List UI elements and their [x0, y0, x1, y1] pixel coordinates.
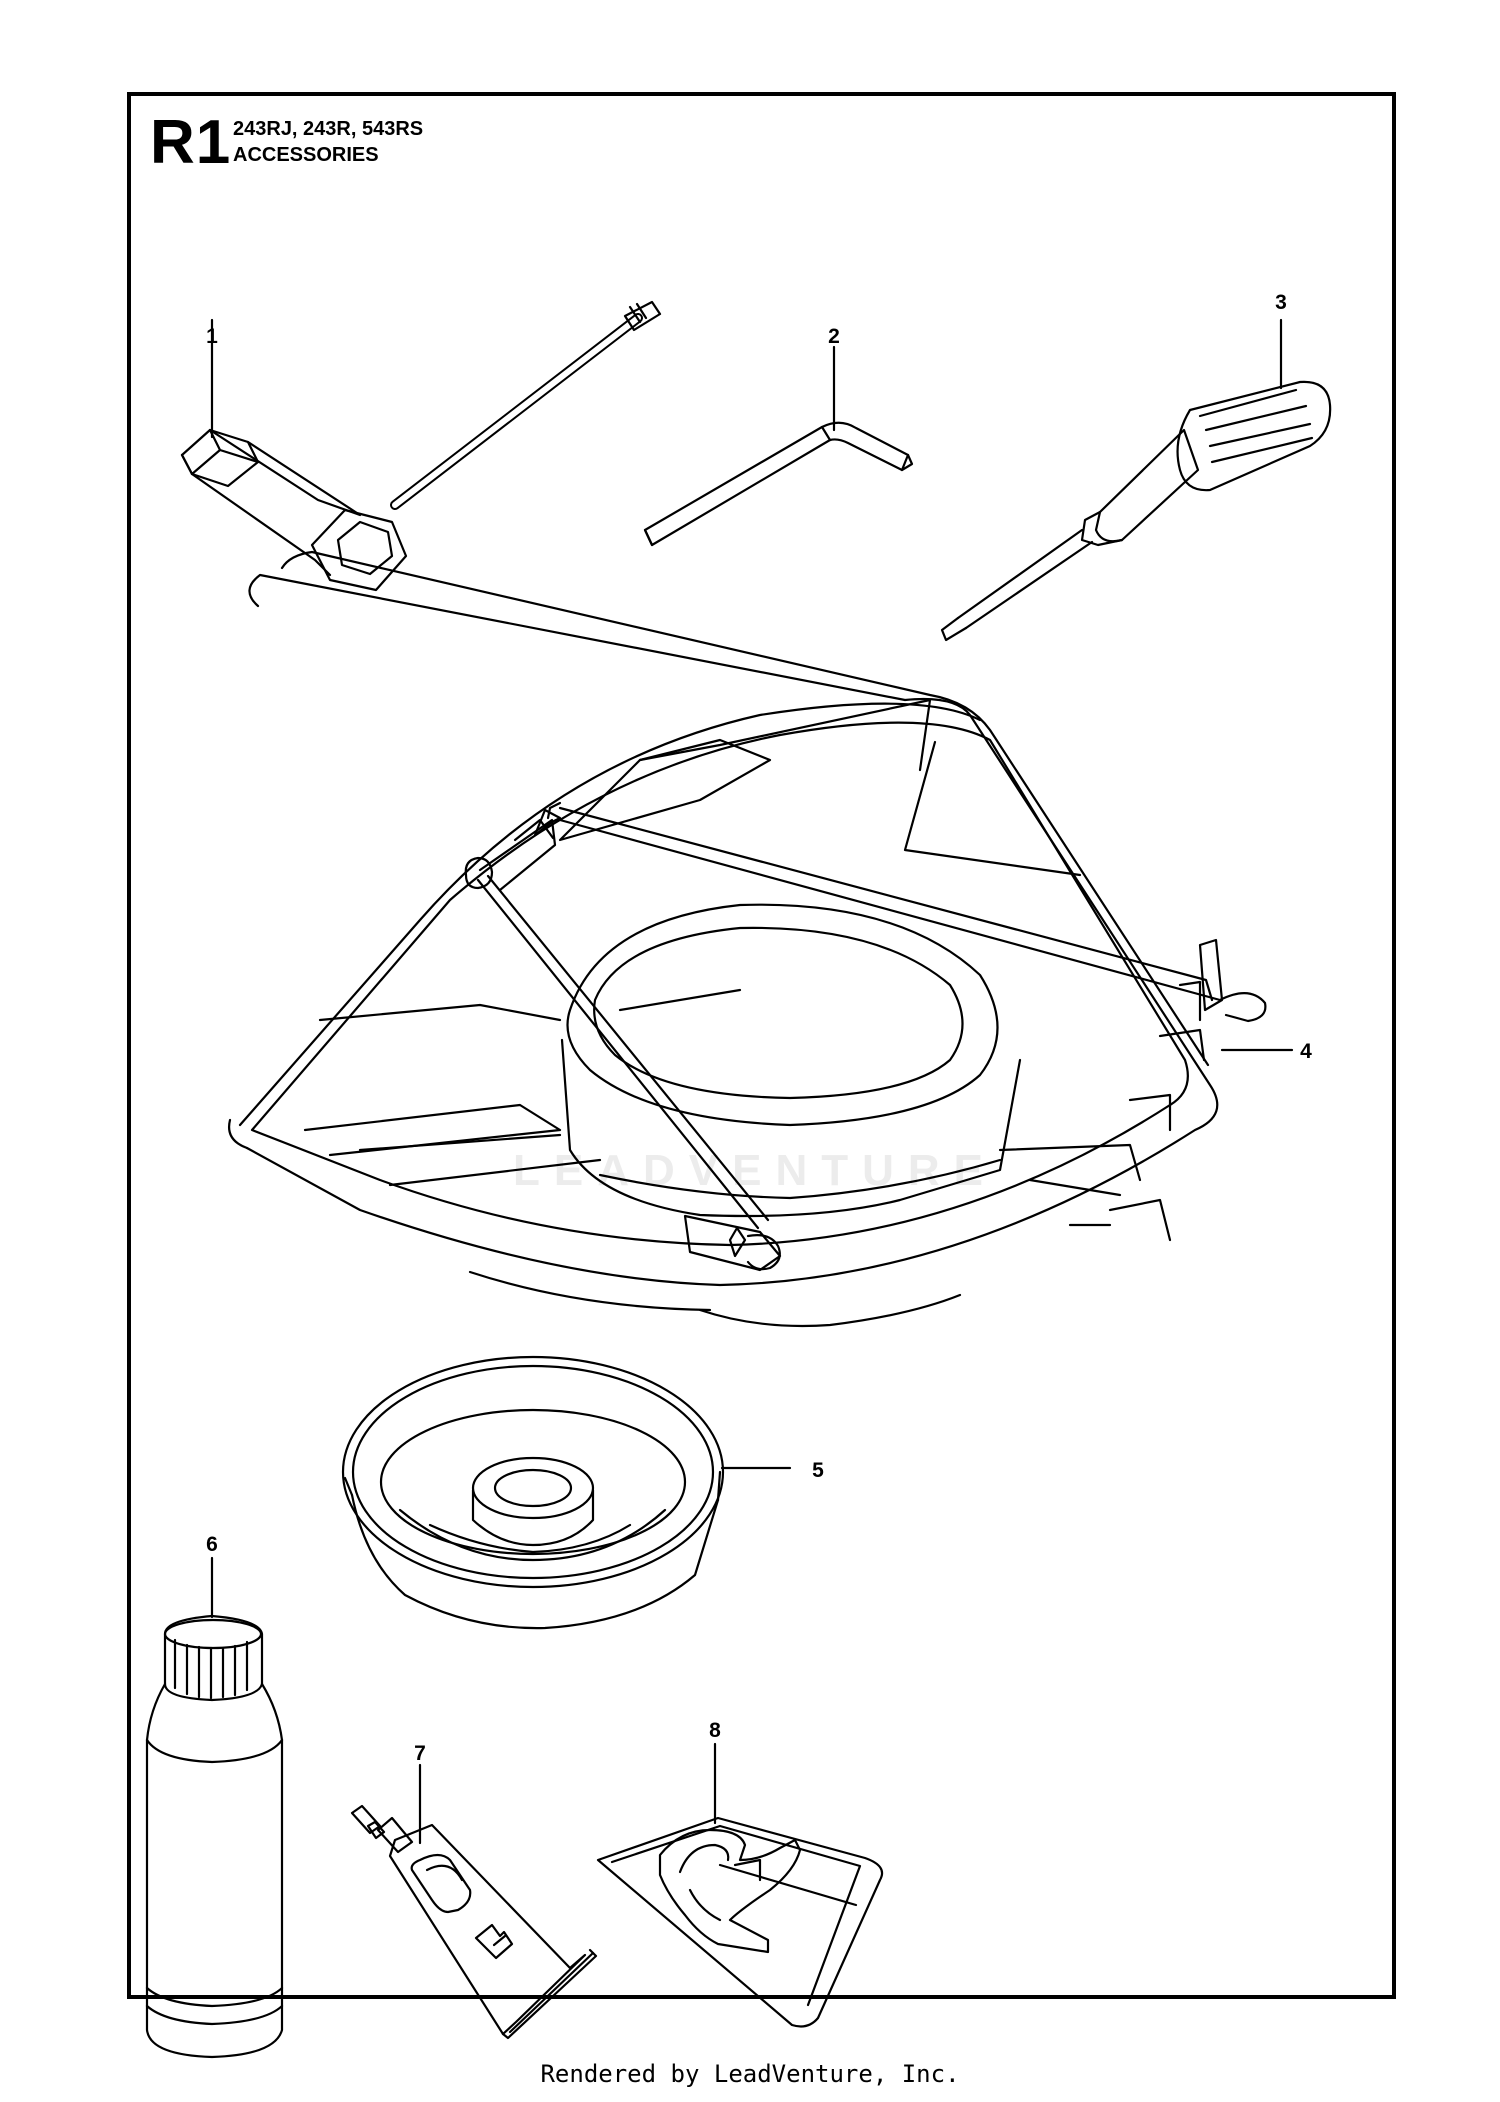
part-4-guard [228, 550, 1267, 1328]
part-1-spanner [180, 300, 662, 592]
part-2-hex-key [643, 421, 914, 547]
part-6-bottle [145, 1614, 284, 2059]
callout-2: 2 [828, 325, 840, 348]
model-list: 243RJ, 243R, 543RS [233, 118, 424, 140]
leadventure-watermark: LEADVENTURE [512, 1146, 998, 1195]
callout-7: 7 [414, 1742, 426, 1765]
section-title: ACCESSORIES [233, 144, 379, 166]
callout-8: 8 [709, 1719, 721, 1742]
diagram-frame [127, 92, 1396, 1999]
callout-4: 4 [1300, 1040, 1312, 1063]
part-3-screwdriver [940, 380, 1332, 642]
callout-1: 1 [206, 325, 218, 348]
part-8-bag [596, 1816, 884, 2028]
callout-3: 3 [1275, 291, 1287, 314]
callout-5: 5 [812, 1459, 824, 1482]
callout-6: 6 [206, 1533, 218, 1556]
reference-code: R1 [150, 108, 232, 177]
part-5-cup [341, 1355, 725, 1630]
part-7-tube [350, 1804, 598, 2040]
footer-credit: Rendered by LeadVenture, Inc. [540, 2060, 960, 2088]
